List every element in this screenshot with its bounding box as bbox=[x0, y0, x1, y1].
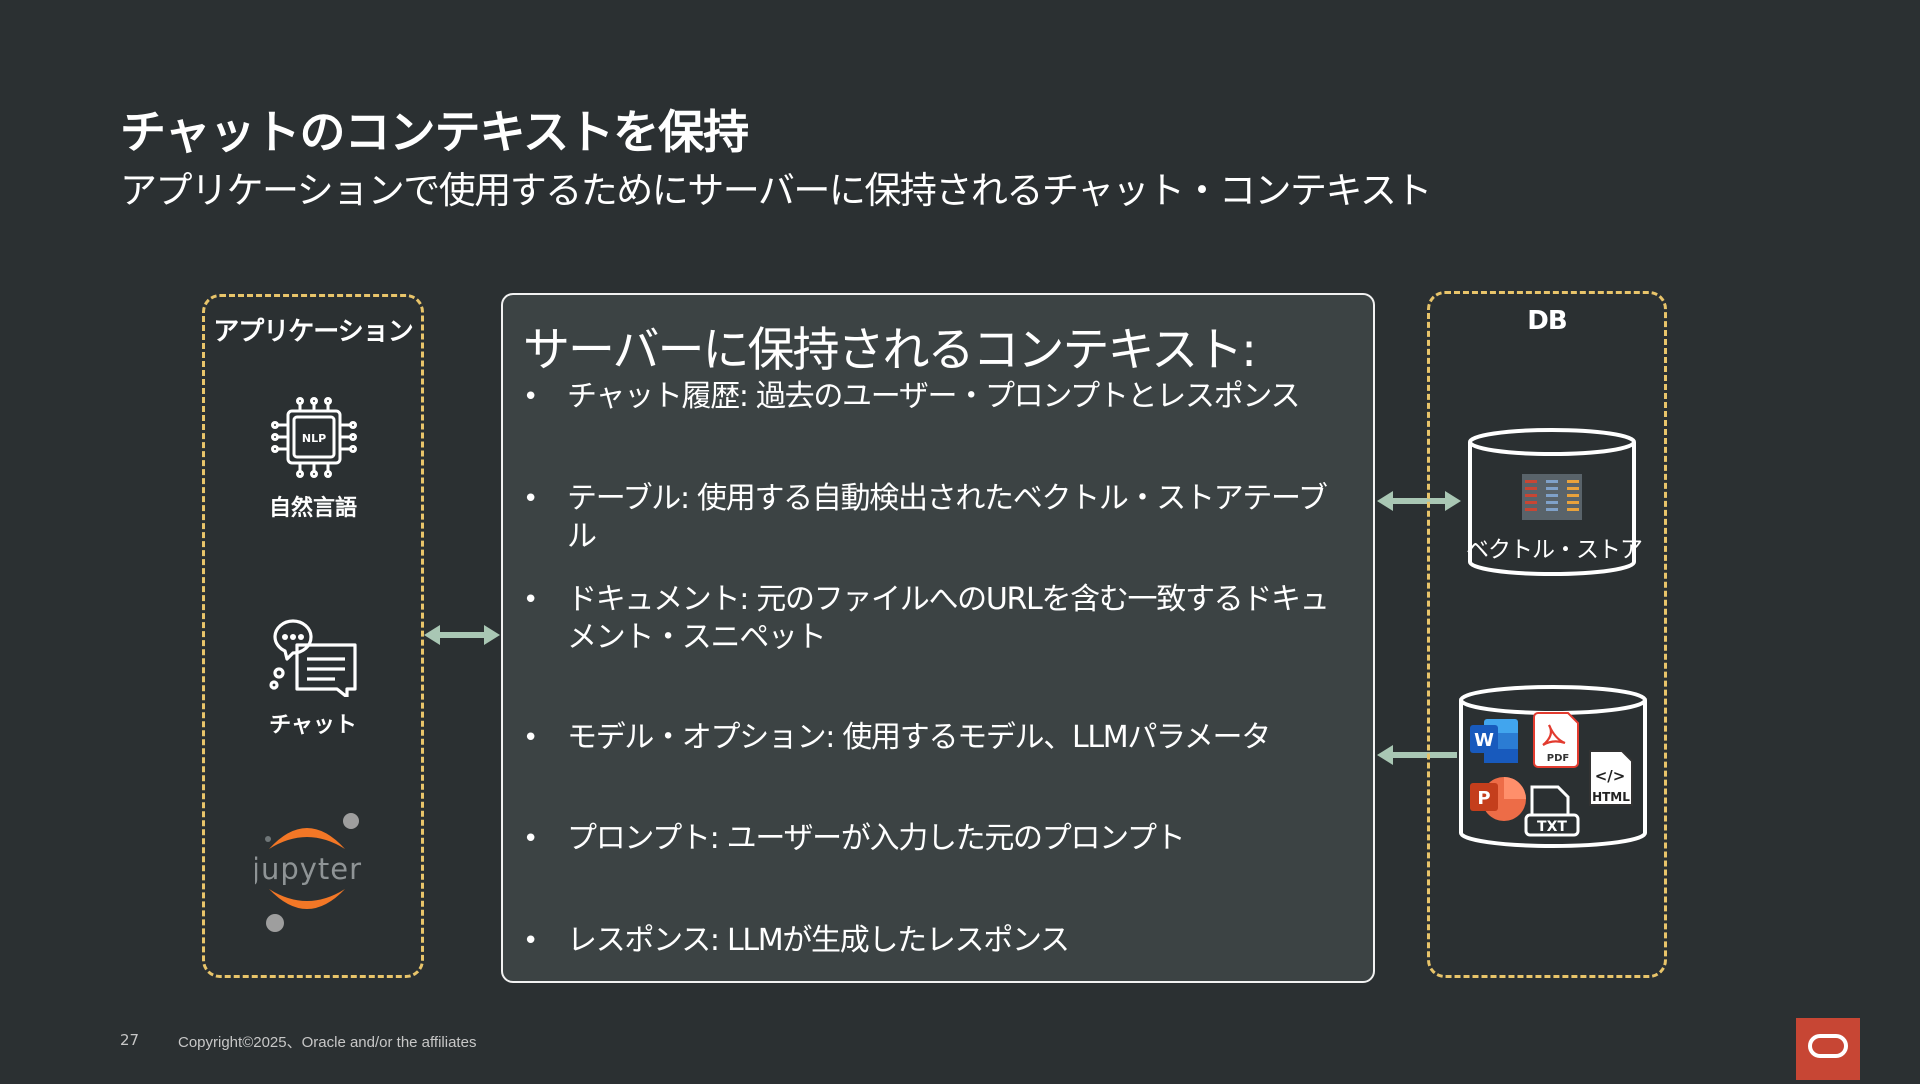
chat-bubbles-icon bbox=[269, 615, 359, 699]
bullet-dot: • bbox=[523, 824, 538, 854]
powerpoint-letter: P bbox=[1477, 788, 1490, 809]
arrow-documents-to-server bbox=[1377, 745, 1457, 765]
table-grid-icon bbox=[1522, 474, 1582, 520]
bullet-dot: • bbox=[523, 926, 538, 956]
html-doc-icon: </> HTML bbox=[1589, 750, 1633, 806]
bullet-dot: • bbox=[523, 723, 538, 753]
jupyter-logo: jupyter bbox=[251, 809, 375, 935]
vector-store-label: ベクトル・ストア bbox=[1466, 537, 1643, 563]
bullet-item: • モデル・オプション: 使用するモデル、LLMパラメータ bbox=[523, 719, 1353, 757]
server-context-heading: サーバーに保持されるコンテキスト: bbox=[523, 323, 1257, 378]
db-panel: DB bbox=[1427, 291, 1667, 978]
bullet-item: • ドキュメント: 元のファイルへのURLを含む一致するドキュメント・スニペット bbox=[523, 581, 1353, 657]
server-context-panel: サーバーに保持されるコンテキスト: • チャット履歴: 過去のユーザー・プロンプ… bbox=[501, 293, 1375, 983]
bullet-dot: • bbox=[523, 382, 538, 412]
txt-label: TXT bbox=[1537, 819, 1567, 835]
slide-subtitle: アプリケーションで使用するためにサーバーに保持されるチャット・コンテキスト bbox=[120, 169, 1432, 212]
oracle-logo bbox=[1796, 1018, 1860, 1080]
bullet-item: • チャット履歴: 過去のユーザー・プロンプトとレスポンス bbox=[523, 378, 1353, 416]
bidirectional-arrow-app-server bbox=[424, 625, 500, 645]
word-letter: W bbox=[1474, 730, 1494, 751]
nlp-chip-icon: NLP bbox=[268, 397, 360, 479]
bullet-text: モデル・オプション: 使用するモデル、LLMパラメータ bbox=[567, 720, 1271, 755]
bullet-text: テーブル: 使用する自動検出されたベクトル・ストアテーブル bbox=[567, 481, 1328, 554]
bullet-dot: • bbox=[523, 484, 538, 514]
bidirectional-arrow-server-vectorstore bbox=[1377, 491, 1461, 511]
txt-doc-icon: TXT bbox=[1524, 785, 1580, 837]
powerpoint-doc-icon: P bbox=[1470, 777, 1526, 821]
application-panel-title: アプリケーション bbox=[213, 317, 413, 347]
html-tag-glyph: </> bbox=[1595, 767, 1626, 785]
bullet-text: プロンプト: ユーザーが入力した元のプロンプト bbox=[567, 821, 1186, 856]
html-label: HTML bbox=[1592, 790, 1630, 804]
chat-label: チャット bbox=[269, 713, 357, 738]
bullet-text: レスポンス: LLMが生成したレスポンス bbox=[567, 923, 1070, 958]
vector-store-cylinder: ベクトル・ストア bbox=[1466, 426, 1643, 578]
document-store-cylinder: W PDF </> HTML P TXT bbox=[1456, 683, 1650, 851]
word-doc-icon: W bbox=[1470, 719, 1518, 763]
pdf-label: PDF bbox=[1547, 753, 1569, 764]
page-number: 27 bbox=[120, 1031, 140, 1049]
bullet-dot: • bbox=[523, 585, 538, 615]
db-panel-title: DB bbox=[1527, 306, 1567, 336]
nlp-label: 自然言語 bbox=[268, 496, 357, 521]
bullet-item: • レスポンス: LLMが生成したレスポンス bbox=[523, 922, 1353, 960]
application-panel: アプリケーション NLP 自然言語 bbox=[202, 294, 424, 978]
copyright-text: Copyright©2025、Oracle and/or the affilia… bbox=[178, 1034, 477, 1051]
slide-title: チャットのコンテキストを保持 bbox=[120, 105, 749, 159]
nlp-badge: NLP bbox=[302, 432, 326, 445]
jupyter-wordmark: jupyter bbox=[255, 852, 362, 886]
bullet-item: • プロンプト: ユーザーが入力した元のプロンプト bbox=[523, 820, 1353, 858]
pdf-doc-icon: PDF bbox=[1533, 712, 1579, 768]
bullet-text: ドキュメント: 元のファイルへのURLを含む一致するドキュメント・スニペット bbox=[567, 582, 1330, 655]
bullet-text: チャット履歴: 過去のユーザー・プロンプトとレスポンス bbox=[567, 379, 1300, 414]
bullet-item: • テーブル: 使用する自動検出されたベクトル・ストアテーブル bbox=[523, 480, 1353, 556]
